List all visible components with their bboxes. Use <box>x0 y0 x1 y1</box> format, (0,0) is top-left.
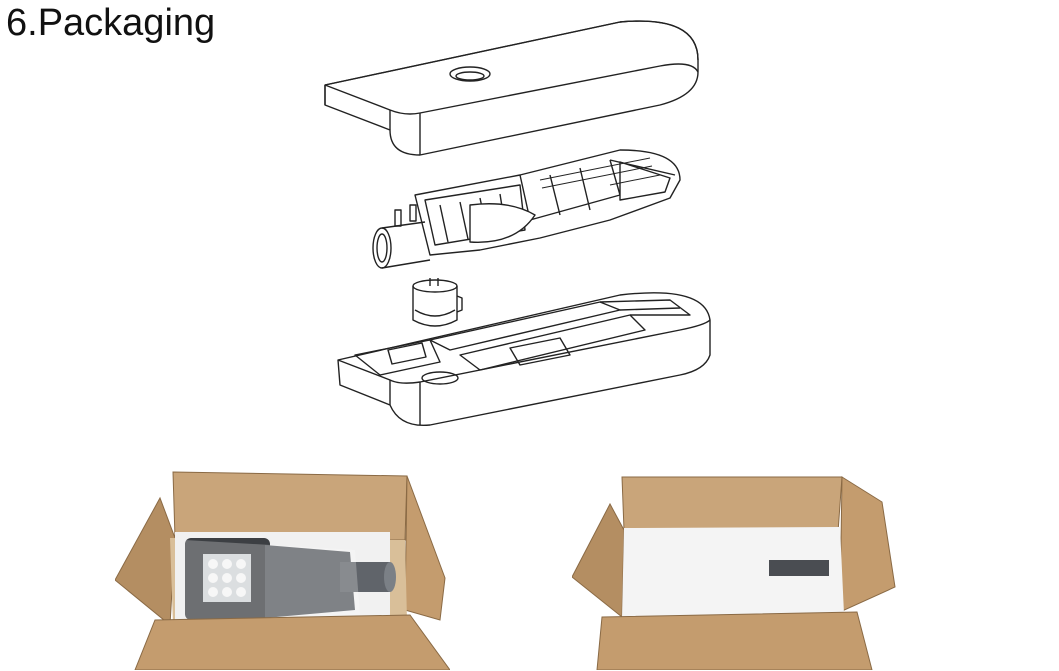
exploded-packaging-drawing <box>324 20 711 427</box>
driver-box <box>412 278 463 327</box>
open-box-with-fixture-photo <box>115 471 450 670</box>
open-box-with-foam-photo <box>572 476 896 670</box>
foam-tray <box>337 292 711 427</box>
street-light-fixture <box>372 149 681 269</box>
page-title: 6.Packaging <box>6 2 216 44</box>
foam-lid <box>324 20 699 156</box>
